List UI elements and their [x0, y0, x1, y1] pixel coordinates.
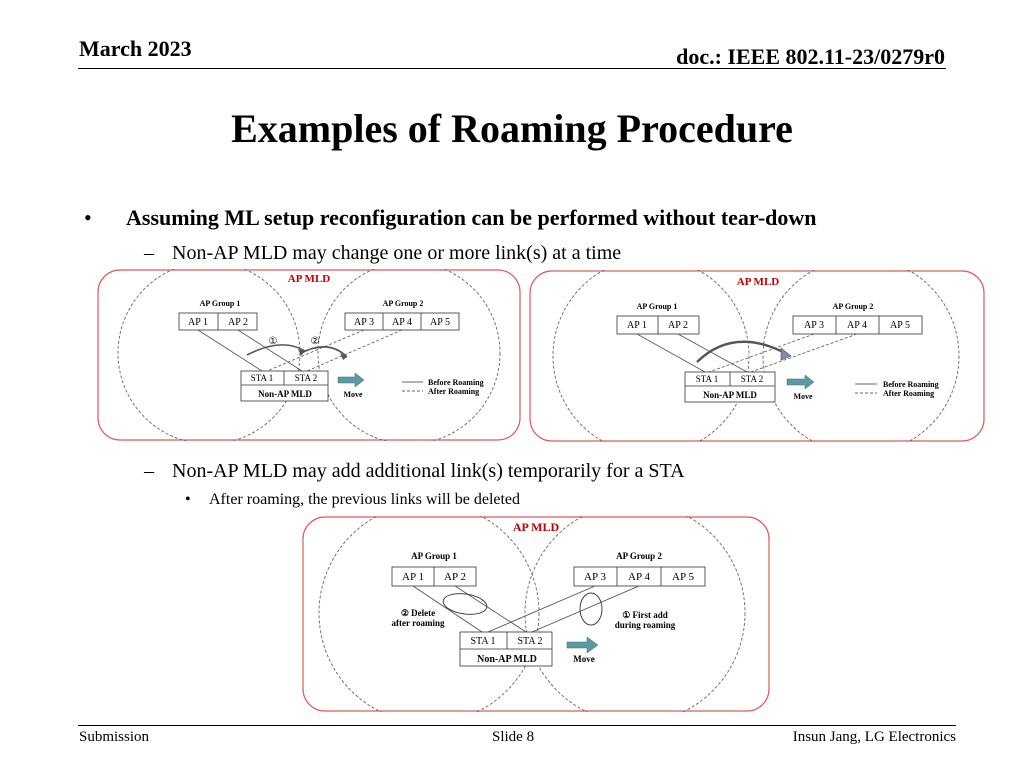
delete-note-line1: ② Delete [401, 608, 435, 618]
bullet-marker: • [84, 205, 92, 230]
move-arrow-icon [786, 374, 815, 390]
group1-label: AP Group 1 [637, 302, 678, 311]
ap2-label: AP 2 [444, 571, 466, 583]
move-label: Move [343, 390, 363, 399]
non-ap-mld-label: Non-AP MLD [703, 390, 757, 400]
footer-slide-number: Slide 8 [492, 729, 535, 745]
add-note-line1: ① First add [622, 610, 668, 620]
dash-marker: – [144, 242, 154, 264]
legend-after: After Roaming [428, 387, 479, 396]
non-ap-mld-label: Non-AP MLD [258, 389, 312, 399]
ap5-label: AP 5 [890, 320, 910, 331]
header-doc-id: doc.: IEEE 802.11-23/0279r0 [676, 44, 945, 69]
diagram-change-links-1: AP MLD AP Group 1 AP Group 2 AP 1 AP 2 A… [97, 261, 521, 446]
ap3-label: AP 3 [804, 320, 824, 331]
add-link-ellipse [579, 592, 603, 626]
ap3-label: AP 3 [584, 571, 606, 583]
delete-note-line2: after roaming [392, 618, 445, 628]
ap-mld-label: AP MLD [288, 273, 331, 285]
ap4-label: AP 4 [847, 320, 867, 331]
sta2-label: STA 2 [517, 636, 542, 647]
header-rule [78, 68, 946, 69]
diagram-add-links: AP MLD AP Group 1 AP Group 2 AP 1 AP 2 A… [302, 502, 770, 724]
bullet-sub-1-text: Non-AP MLD may change one or more link(s… [172, 242, 622, 264]
slide-title: Examples of Roaming Procedure [231, 106, 793, 151]
ap3-label: AP 3 [354, 317, 374, 328]
sta1-label: STA 1 [696, 374, 719, 384]
group1-label: AP Group 1 [200, 299, 241, 308]
ap-mld-label: AP MLD [513, 520, 560, 534]
dash-marker: – [144, 460, 154, 482]
frame [302, 516, 770, 712]
step1-marker: ① [269, 336, 278, 347]
ap-mld-label: AP MLD [737, 276, 780, 288]
ap5-label: AP 5 [430, 317, 450, 328]
frame [97, 269, 521, 441]
ap4-label: AP 4 [392, 317, 412, 328]
step2-marker: ② [311, 336, 320, 347]
move-label: Move [793, 392, 813, 401]
legend-before: Before Roaming [883, 380, 939, 389]
ap2-label: AP 2 [668, 320, 688, 331]
group2-label: AP Group 2 [616, 551, 662, 561]
group2-label: AP Group 2 [383, 299, 424, 308]
ap5-label: AP 5 [672, 571, 694, 583]
ap1-label: AP 1 [188, 317, 208, 328]
bullet-sub-2-1-text: After roaming, the previous links will b… [209, 491, 521, 508]
move-arrow-icon [566, 636, 599, 654]
move-arrow-icon [337, 372, 365, 388]
bullet-sub-2-text: Non-AP MLD may add additional link(s) te… [172, 460, 685, 482]
sta2-label: STA 2 [295, 373, 318, 383]
ap1-label: AP 1 [402, 571, 424, 583]
bullet-marker: • [185, 491, 191, 508]
add-note-line2: during roaming [615, 620, 676, 630]
group2-label: AP Group 2 [833, 302, 874, 311]
legend-after: After Roaming [883, 389, 934, 398]
sta1-label: STA 1 [251, 373, 274, 383]
ap4-label: AP 4 [628, 571, 650, 583]
sta1-label: STA 1 [470, 636, 495, 647]
group1-label: AP Group 1 [411, 551, 457, 561]
footer-author: Insun Jang, LG Electronics [792, 729, 956, 745]
header-date: March 2023 [79, 36, 192, 61]
ap2-label: AP 2 [228, 317, 248, 328]
footer-rule [78, 725, 956, 726]
bullet-main-text: Assuming ML setup reconfiguration can be… [126, 205, 817, 230]
delete-link-ellipse [442, 593, 488, 615]
move-label: Move [573, 654, 595, 664]
diagram-change-links-2: AP MLD AP Group 1 AP Group 2 AP 1 AP 2 A… [529, 257, 985, 455]
legend-before: Before Roaming [428, 378, 484, 387]
ap1-label: AP 1 [627, 320, 647, 331]
footer-submission: Submission [79, 729, 150, 745]
non-ap-mld-label: Non-AP MLD [477, 654, 537, 665]
frame [529, 270, 985, 442]
sta2-label: STA 2 [741, 374, 764, 384]
